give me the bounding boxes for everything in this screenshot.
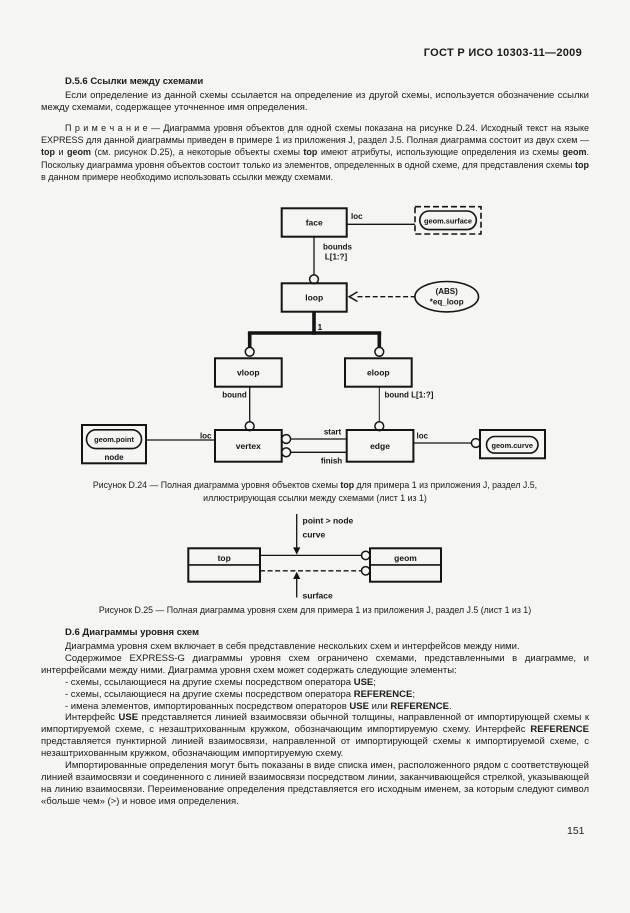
section-d56: D.5.6 Ссылки между схемами Если определе…: [41, 76, 589, 184]
relation-label-bounds: bounds: [323, 242, 352, 251]
entity-box-loop: [280, 282, 348, 313]
interschema-ref-box-geom-point: [81, 424, 147, 465]
section-d6-paragraph-1: Диаграмма уровня схем включает в себя пр…: [65, 641, 520, 652]
schema-label-top: top: [218, 553, 231, 563]
relation-label-loc-vertex: loc: [200, 432, 212, 441]
open-arrowhead-loop: [347, 291, 358, 303]
section-d6-heading: D.6 Диаграммы уровня схем: [65, 627, 200, 638]
use-import-rename-label: point > node: [303, 516, 354, 526]
relation-circle-eloop-top: [374, 346, 385, 357]
interschema-ref-oval-geom-point: [85, 428, 143, 450]
entity-box-eloop: [344, 357, 413, 388]
entity-label-edge: edge: [370, 441, 390, 451]
interschema-ref-box-geom-surface: [414, 205, 482, 235]
relation-label-loc-edge: loc: [417, 432, 429, 441]
relation-label-bounds-cardinality: L[1:?]: [325, 253, 348, 262]
rename-label-node: node: [104, 453, 124, 462]
entity-box-vloop: [214, 357, 283, 388]
relation-circle-finish: [281, 447, 292, 458]
figure-d24-caption: Рисунок D.24 — Полная диаграмма уровня о…: [41, 479, 589, 504]
relation-circle-start: [281, 433, 292, 445]
relation-circle-vloop-top: [244, 346, 255, 357]
interschema-ref-label-geom-surface: geom.surface: [424, 216, 472, 225]
entity-label-face: face: [306, 218, 323, 228]
section-d6: D.6 Диаграммы уровня схем Диаграмма уров…: [41, 627, 589, 808]
figure-d24-diagram: face loc geom.surface bounds L[1:?] loop…: [81, 205, 546, 466]
relation-circle-geom-curve: [470, 437, 481, 449]
relation-label-bound-vloop: bound: [222, 390, 247, 399]
figure-d24-caption-line2: иллюстрирующая ссылки между схемами (лис…: [203, 492, 427, 503]
entity-label-loop: loop: [305, 293, 323, 303]
entity-label-eloop: eloop: [367, 368, 390, 378]
reference-interface-circle: [360, 565, 371, 576]
abstract-label-abs: (ABS): [436, 287, 459, 296]
interschema-ref-label-geom-curve: geom.curve: [491, 441, 533, 450]
figure-d25-diagram: point > node curve top geom surface: [187, 514, 442, 600]
figure-d24-caption-line1: Рисунок D.24 — Полная диаграмма уровня о…: [92, 480, 538, 490]
relation-label-start: start: [324, 427, 342, 436]
standard-number-header: ГОСТ Р ИСО 10303-11—2009: [423, 47, 582, 59]
use-list-arrowhead: [293, 547, 301, 555]
relation-label-bound-eloop: bound L[1:?]: [385, 390, 434, 399]
entity-label-vloop: vloop: [237, 368, 260, 378]
section-d6-paragraph-3: Интерфейс USE представляется линией взаи…: [41, 712, 590, 760]
interschema-ref-label-geom-point: geom.point: [94, 435, 134, 444]
ref-import-surface-label: surface: [303, 590, 334, 600]
section-d6-bullet-names: - имена элементов, импортированных посре…: [65, 700, 452, 712]
entity-box-vertex: [214, 429, 283, 463]
relation-label-finish: finish: [321, 457, 342, 466]
interschema-ref-box-geom-curve: [479, 429, 546, 460]
section-d56-paragraph: Если определение из данной схемы ссылает…: [41, 90, 589, 114]
abstract-label-eq-loop: *eq_loop: [430, 298, 464, 307]
use-import-curve-label: curve: [303, 530, 326, 540]
supertype-label-one: 1: [318, 322, 323, 332]
section-d6-bullet-use: - схемы, ссылающиеся на другие схемы пос…: [65, 676, 376, 688]
relation-label-loc-face: loc: [351, 212, 363, 221]
ref-list-arrowhead: [293, 571, 301, 579]
section-d6-bullet-reference: - схемы, ссылающиеся на другие схемы пос…: [65, 688, 415, 700]
section-d6-paragraph-4: Импортированные определения могут быть п…: [41, 760, 589, 807]
interschema-ref-oval-geom-curve: [485, 435, 539, 454]
section-d6-paragraph-2: Содержимое EXPRESS-G диаграммы уровня сх…: [41, 652, 589, 676]
interschema-ref-oval-geom-surface: [418, 210, 478, 231]
entity-box-edge: [345, 429, 415, 463]
figure-d25-caption: Рисунок D.25 — Полная диаграмма уровня с…: [98, 605, 532, 615]
page-number: 151: [567, 825, 585, 837]
schema-label-geom: geom: [394, 553, 417, 563]
section-d56-note: П р и м е ч а н и е — Диаграмма уровня о…: [41, 122, 589, 183]
entity-label-vertex: vertex: [236, 441, 261, 451]
use-interface-circle: [360, 550, 371, 561]
section-d56-heading: D.5.6 Ссылки между схемами: [65, 76, 204, 87]
